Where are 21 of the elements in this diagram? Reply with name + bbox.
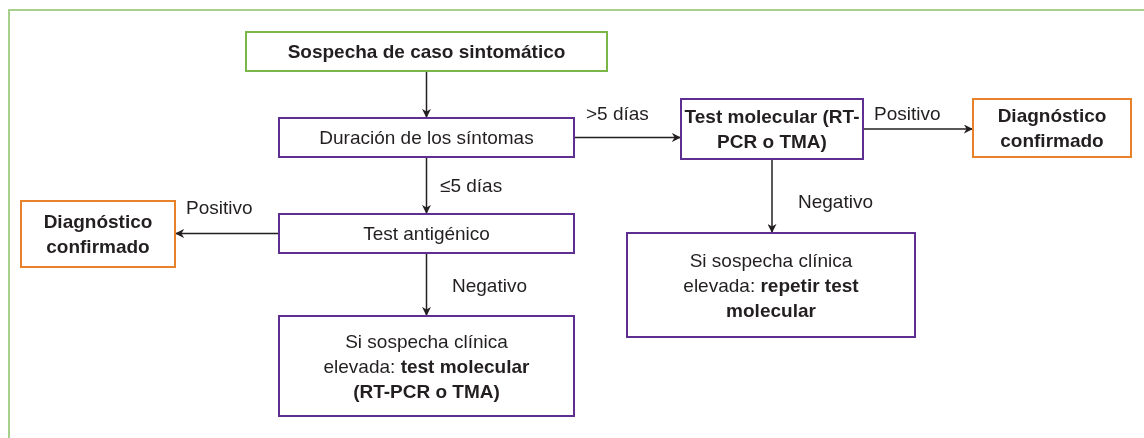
arrow [863,124,973,134]
process-box: Test antigénico [278,213,575,254]
process-box: Si sospecha clínica elevada: test molecular (RT-PCR o TMA) [278,315,575,417]
edge-label: >5 días [586,102,649,126]
arrow [574,133,681,142]
process-box: Diagnóstico confirmado [20,200,176,268]
edge-label: Negativo [798,190,873,214]
edge-label: ≤5 días [440,174,503,198]
edge-label: Positivo [186,196,253,220]
arrow [422,157,431,214]
arrow [422,253,431,316]
process-box: Diagnóstico confirmado [972,98,1132,158]
arrow [175,229,279,238]
process-box: Si sospecha clínica elevada: repetir test molecular [626,232,916,338]
arrow [767,159,777,233]
arrow [422,71,431,118]
edge-label: Negativo [452,274,527,298]
process-box: Sospecha de caso sintomático [245,31,608,72]
edge-label: Positivo [874,102,941,126]
process-box: Duración de los síntomas [278,117,575,158]
process-box: Test molecular (RT-PCR o TMA) [680,98,864,160]
